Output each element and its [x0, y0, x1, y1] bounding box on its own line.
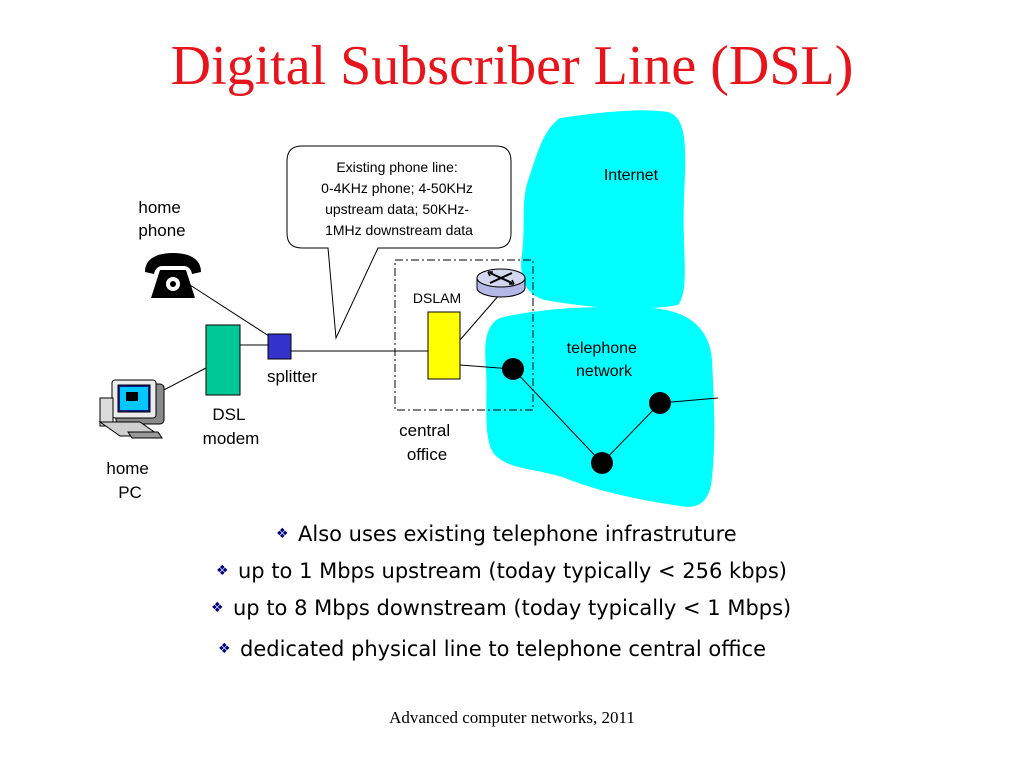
splitter [267, 333, 292, 360]
slide-footer: Advanced computer networks, 2011 [389, 708, 635, 727]
diamond-bullet-icon: ❖ [276, 526, 289, 542]
central-office-box [394, 259, 534, 411]
callout-line: upstream data; 50KHz- [325, 201, 469, 217]
diamond-bullet-icon: ❖ [211, 600, 224, 616]
dslam [427, 311, 461, 380]
bullet-item: ❖up to 1 Mbps upstream (today typically … [216, 559, 787, 583]
internet-cloud [521, 110, 686, 309]
splitter-label: splitter [267, 367, 317, 386]
network-node [502, 358, 524, 380]
callout-line: 0-4KHz phone; 4-50KHz [321, 180, 473, 196]
slide-title: Digital Subscriber Line (DSL) [170, 35, 854, 97]
diamond-bullet-icon: ❖ [216, 563, 229, 579]
callout-bubble [286, 145, 512, 340]
line-phone-splitter [189, 284, 273, 339]
network-node [591, 452, 613, 474]
dslam-label: DSLAM [413, 290, 461, 306]
diamond-bullet-icon: ❖ [218, 641, 231, 657]
router-icon [476, 268, 526, 298]
line-pc-modem [157, 367, 207, 394]
telephone-icon [145, 253, 201, 298]
callout-line: Existing phone line: [336, 159, 457, 175]
bullet-item: ❖dedicated physical line to telephone ce… [218, 637, 767, 661]
dsl-modem [205, 324, 241, 396]
internet-label: Internet [604, 167, 659, 184]
bullet-item: ❖Also uses existing telephone infrastrut… [276, 522, 737, 546]
computer-icon [98, 379, 165, 439]
central-office-label: central office [399, 421, 455, 464]
callout-text: Existing phone line: 0-4KHz phone; 4-50K… [321, 159, 477, 238]
home-phone-label: home phone [138, 198, 185, 240]
callout-line: 1MHz downstream data [325, 222, 473, 238]
dsl-modem-label: DSL modem [203, 405, 260, 448]
telephone-network-cloud [485, 306, 715, 507]
line-node-b-c [601, 402, 661, 464]
network-node [649, 392, 671, 414]
line-dslam-router [459, 293, 501, 341]
telephone-network-label: telephone network [567, 340, 642, 380]
home-pc-label: home PC [106, 459, 153, 502]
line-node-a-b [512, 368, 603, 464]
bullet-item: ❖up to 8 Mbps downstream (today typicall… [211, 596, 792, 620]
